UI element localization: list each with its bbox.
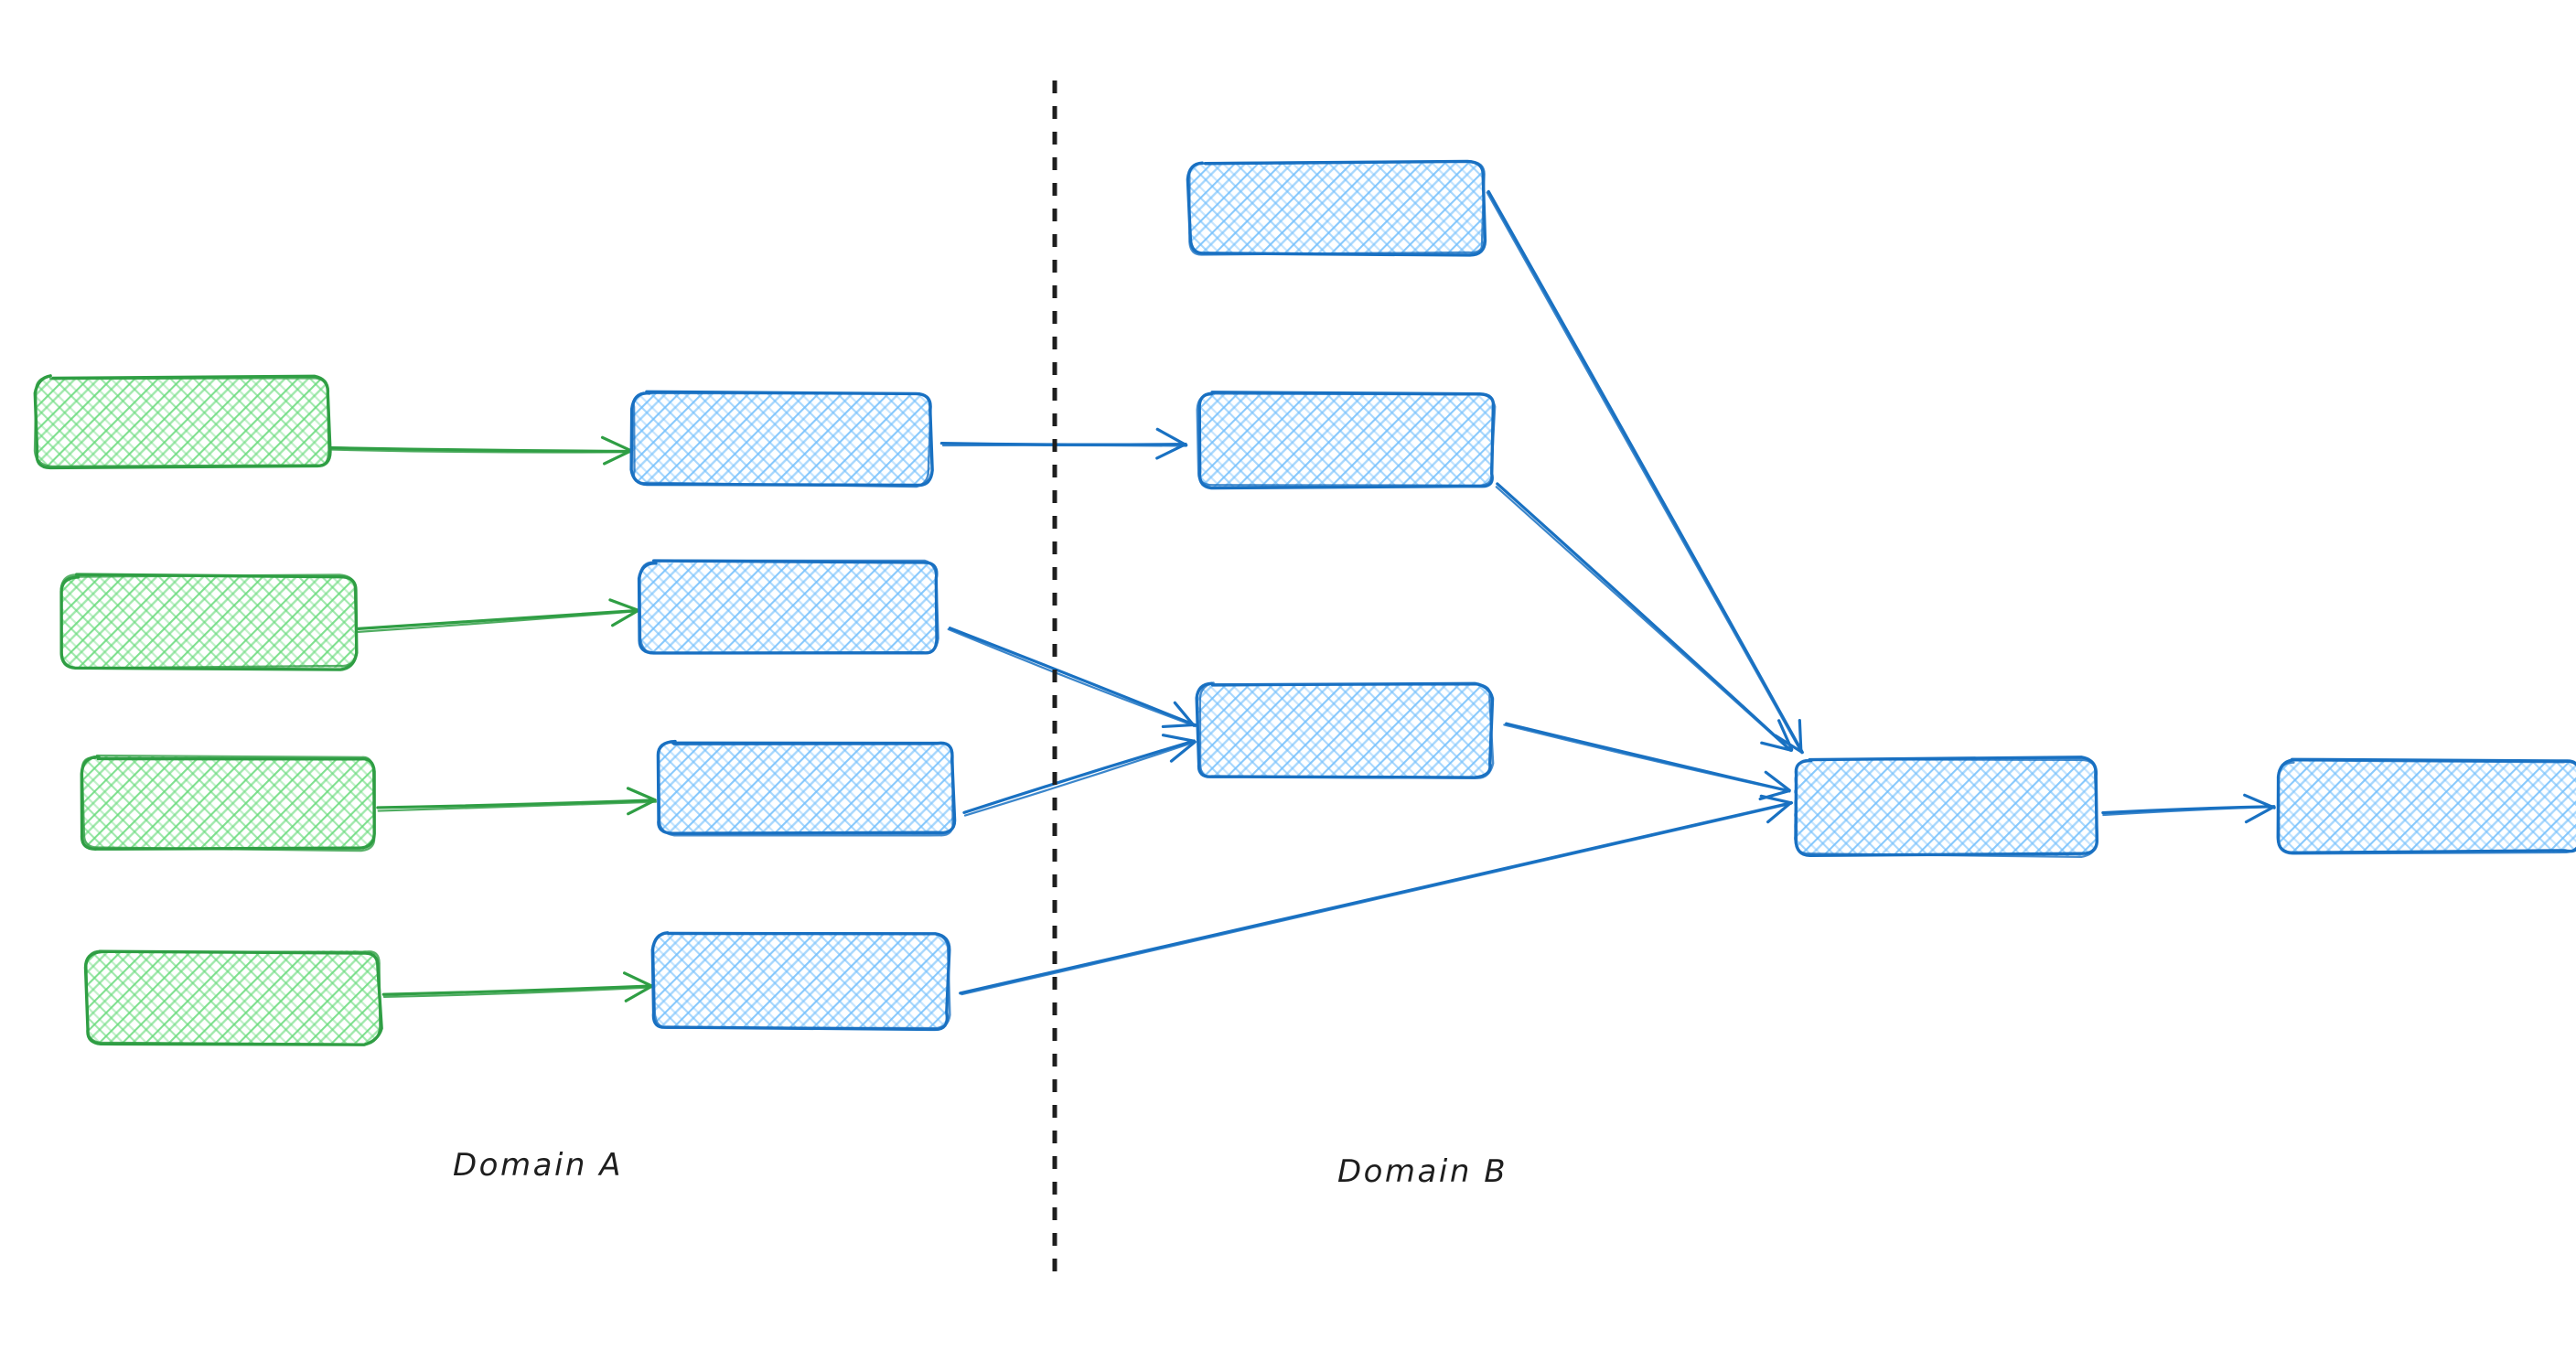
- edge-c3-d1: [1503, 722, 1791, 801]
- node-a4[interactable]: [83, 949, 383, 1046]
- node-fill: [1794, 758, 2098, 856]
- edge-b3-c3: [962, 734, 1197, 817]
- node-outline: [657, 741, 954, 837]
- edge-line: [1487, 189, 1804, 754]
- edge-b1-c2: [939, 427, 1188, 460]
- edge-arrowhead: [1758, 788, 1791, 801]
- node-fill: [632, 392, 930, 485]
- edge-line: [962, 739, 1196, 814]
- node-fill: [2277, 760, 2576, 852]
- node-a3[interactable]: [80, 754, 376, 852]
- node-fill: [81, 756, 376, 850]
- node-outline: [85, 949, 381, 1045]
- edge-arrowhead: [1173, 701, 1196, 727]
- edge-line: [329, 448, 632, 454]
- edge-line: [948, 627, 1197, 726]
- edge-arrowhead: [624, 984, 654, 1002]
- node-outline: [632, 391, 932, 488]
- edge-arrowhead: [2244, 805, 2276, 824]
- edge-line: [357, 608, 639, 630]
- node-c3[interactable]: [1195, 681, 1495, 779]
- edge-arrowhead: [1155, 442, 1187, 460]
- edge-arrowhead: [622, 971, 654, 988]
- edge-line: [381, 984, 653, 996]
- edge-c2-d1: [1495, 482, 1794, 752]
- edge-arrowhead: [626, 787, 657, 802]
- edge-arrowhead: [1764, 770, 1791, 792]
- edge-line: [376, 799, 657, 809]
- edge-line: [963, 740, 1197, 817]
- node-outline: [33, 375, 330, 468]
- edge-b2-c3: [947, 627, 1197, 729]
- node-outline: [639, 559, 939, 655]
- edge-d1-e1: [2101, 793, 2276, 824]
- node-b3[interactable]: [656, 739, 957, 837]
- node-fill: [658, 742, 954, 835]
- edge-a3-b3: [376, 787, 658, 816]
- node-outline: [1188, 160, 1486, 256]
- node-outline: [80, 754, 376, 852]
- edge-arrowhead: [1161, 734, 1196, 743]
- edge-line: [357, 609, 640, 633]
- edge-arrowhead: [1169, 740, 1197, 763]
- node-outline: [1795, 757, 2099, 858]
- edge-line: [941, 444, 1187, 447]
- node-outline: [2276, 759, 2576, 855]
- edge-arrowhead: [1161, 723, 1197, 729]
- edge-line: [947, 627, 1197, 728]
- edge-a1-b1: [329, 435, 634, 466]
- node-a1[interactable]: [33, 374, 332, 470]
- node-b2[interactable]: [637, 559, 939, 655]
- edge-arrowhead: [603, 448, 634, 466]
- edge-arrowhead: [627, 799, 657, 816]
- node-fill: [639, 562, 939, 655]
- domain-labels: Domain A Domain B: [453, 1147, 1508, 1190]
- edge-arrowhead: [610, 608, 640, 627]
- node-fill: [61, 575, 355, 668]
- edges-layer: [329, 189, 2276, 1002]
- edge-b4-d1: [959, 794, 1794, 996]
- edge-line: [377, 800, 658, 812]
- node-fill: [37, 378, 329, 466]
- node-fill: [653, 934, 950, 1029]
- node-outline: [651, 931, 951, 1030]
- edge-arrowhead: [2243, 793, 2276, 809]
- edge-c1-d1: [1486, 189, 1804, 755]
- domain-a-label: Domain A: [453, 1147, 623, 1184]
- edge-a2-b2: [357, 598, 641, 633]
- node-fill: [86, 950, 380, 1044]
- edge-line: [330, 445, 633, 454]
- node-fill: [1198, 392, 1494, 488]
- node-fill: [1197, 683, 1492, 778]
- edge-arrowhead: [600, 435, 633, 453]
- edge-arrowhead: [1798, 718, 1803, 753]
- edge-line: [961, 802, 1793, 996]
- edge-arrowhead: [608, 598, 641, 613]
- node-b1[interactable]: [629, 390, 934, 488]
- edge-arrowhead: [1777, 719, 1794, 751]
- node-c1[interactable]: [1186, 159, 1487, 257]
- node-outline: [59, 573, 359, 670]
- edge-line: [1496, 482, 1792, 752]
- node-e1[interactable]: [2276, 757, 2576, 855]
- node-a2[interactable]: [59, 573, 359, 671]
- edge-line: [1495, 486, 1792, 752]
- edge-line: [1486, 191, 1803, 755]
- edge-a4-b4: [381, 971, 654, 1002]
- node-b4[interactable]: [650, 931, 951, 1032]
- edge-line: [2102, 805, 2276, 817]
- node-d1[interactable]: [1794, 756, 2099, 858]
- node-c2[interactable]: [1196, 391, 1497, 490]
- domain-b-label: Domain B: [1337, 1153, 1508, 1190]
- edge-arrowhead: [1155, 427, 1188, 447]
- edge-arrowhead: [1760, 741, 1794, 752]
- node-fill: [1188, 162, 1484, 255]
- node-outline: [1198, 681, 1495, 779]
- nodes-layer: [33, 159, 2576, 1046]
- edge-arrowhead: [1766, 800, 1793, 824]
- edge-line: [382, 986, 653, 998]
- edge-line: [1503, 724, 1791, 793]
- node-outline: [1196, 392, 1497, 487]
